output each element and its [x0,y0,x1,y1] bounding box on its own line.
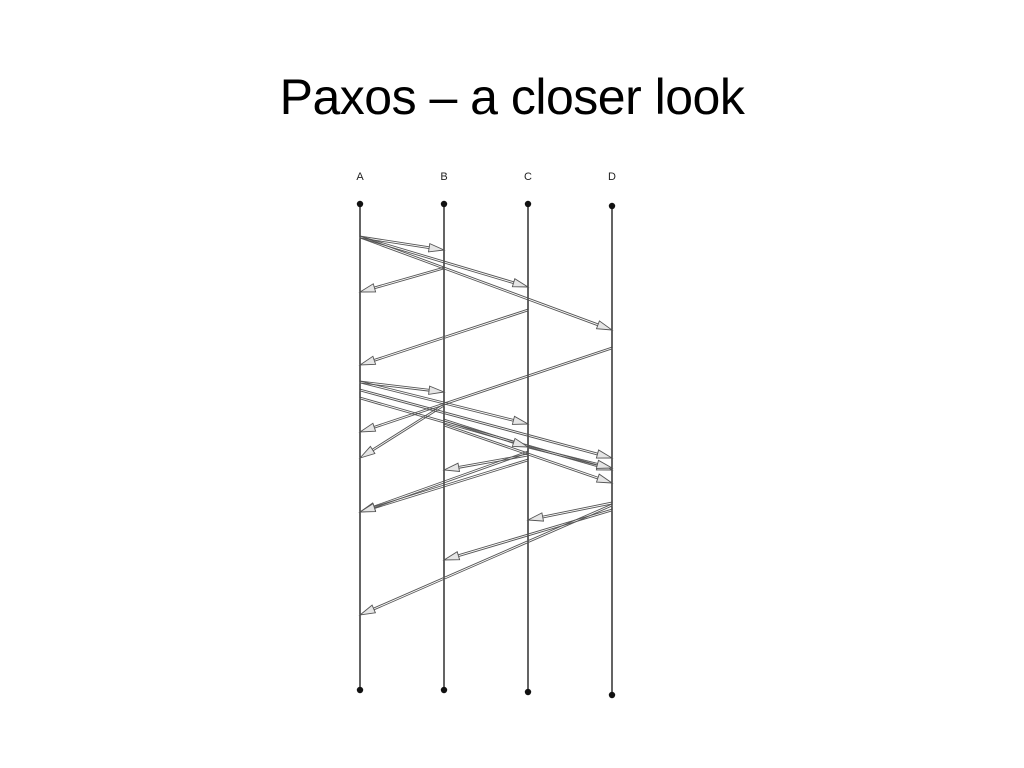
lane-label-d: D [608,171,616,183]
message-arrow-a-to-b [359,235,446,253]
message-arrow-c-to-a [358,308,529,366]
message-arrow-b-to-a [358,403,445,459]
message-arrow-b-to-d [443,423,614,484]
message-arrow-c-to-a [358,458,529,513]
lifeline-start-dot-d [608,202,616,210]
message-arrow-d-to-a [358,346,613,433]
message-arrow-a-to-d [359,388,614,459]
lifeline-end-dot-c [524,688,532,696]
message-arrow-b-to-c [443,418,530,448]
message-arrow-b-to-a [358,266,445,293]
lifeline-start-dot-a [356,200,364,208]
lane-label-b: B [440,171,447,183]
message-arrow-a-to-c [359,380,530,425]
slide-title: Paxos – a closer look [279,69,745,125]
lifeline-start-dot-b [440,200,448,208]
lifeline-start-dot-c [524,200,532,208]
message-arrow-d-to-b [442,508,613,561]
message-arrow-d-to-a [358,503,613,616]
lane-label-a: A [356,171,364,183]
lifeline-end-dot-b [440,686,448,694]
lifeline-end-dot-d [608,691,616,699]
message-arrow-c-to-d [527,445,614,469]
message-arrow-a-to-d [359,235,614,331]
messages [358,235,614,616]
lane-label-c: C [524,171,532,183]
lifeline-end-dot-a [356,686,364,694]
message-arrow-d-to-c [526,501,613,522]
message-arrow-c-to-b [442,453,529,473]
